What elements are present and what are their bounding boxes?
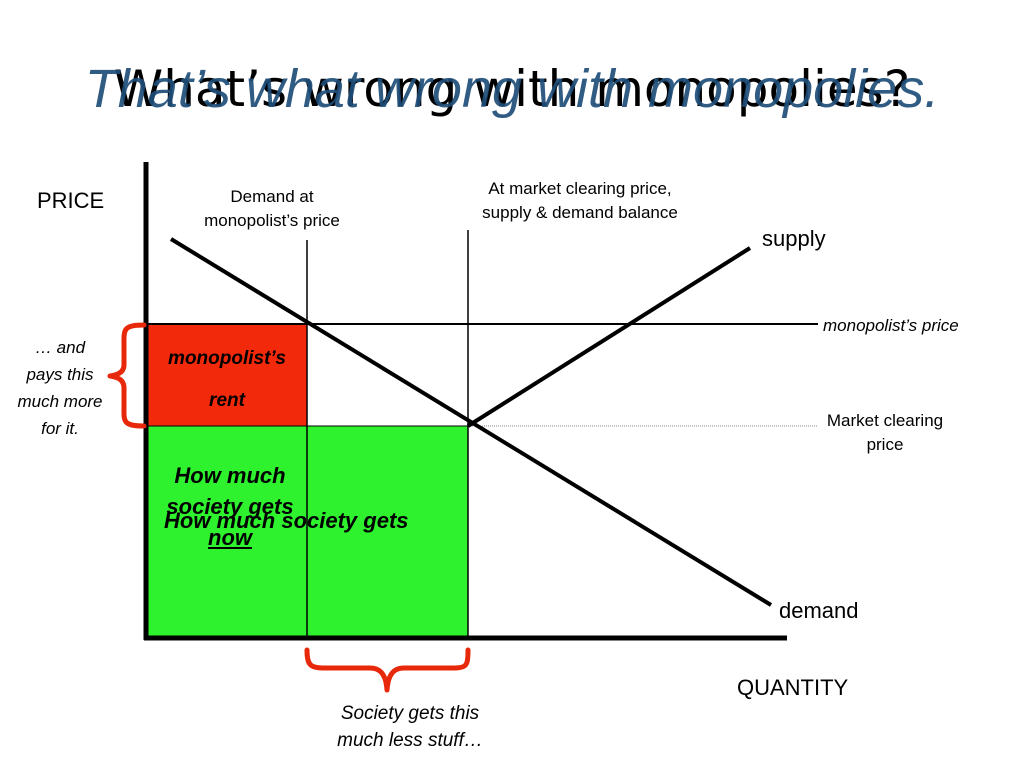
monopolist-rent-region xyxy=(145,323,308,427)
y-axis-label: PRICE xyxy=(37,188,105,213)
slide-title: What’s wrong with monopolies? xyxy=(113,60,911,118)
society-now-label: How much society gets now xyxy=(150,460,310,553)
pays-more-note: … and pays this much more for it. xyxy=(17,338,103,438)
supply-label: supply xyxy=(762,226,826,251)
supply-curve xyxy=(466,246,752,428)
price-difference-brace xyxy=(107,322,147,429)
x-axis-label: QUANTITY xyxy=(737,675,849,700)
monopolist-rent-label: monopolist’s rent xyxy=(168,348,286,411)
market-clearing-price-label: Market clearing price xyxy=(826,411,944,454)
monopolist-price-label: monopolist’s price xyxy=(823,316,959,335)
less-stuff-note: Society gets this much less stuff… xyxy=(337,703,483,751)
slide-title-overlay: That’s what wrong with monopolies. xyxy=(84,59,940,119)
society-now-line-1: How much xyxy=(174,463,286,488)
society-now-line-3: now xyxy=(208,525,252,550)
demand-label: demand xyxy=(779,598,859,623)
society-now-line-2: society gets xyxy=(166,494,294,519)
demand-at-monopolist-price-note: Demand at monopolist’s price xyxy=(204,187,340,230)
quantity-difference-brace xyxy=(304,647,471,693)
market-clearing-note: At market clearing price, supply & deman… xyxy=(482,179,678,222)
society-gets-label: How much society gets xyxy=(164,508,409,533)
